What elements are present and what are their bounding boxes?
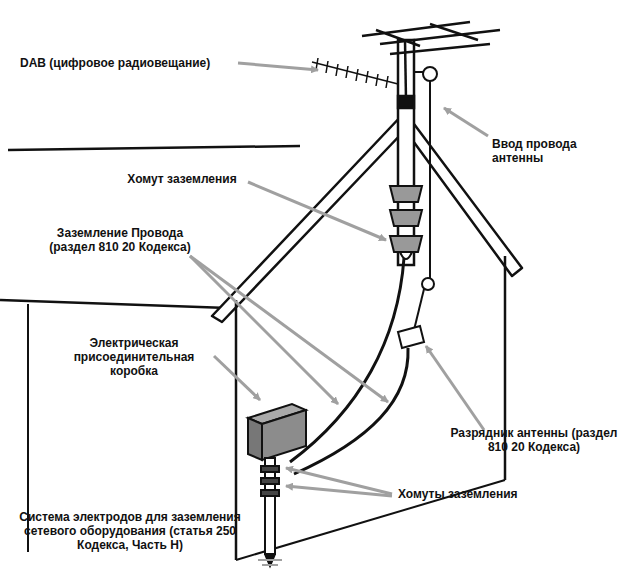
label-dab: DAB (цифровое радиовещание) (20, 56, 240, 70)
label-lead-in: Ввод провода антенны (492, 137, 620, 165)
label-junction-box: Электрическая присоединительная коробка (54, 336, 214, 378)
label-ground-wire: Заземление Провода (раздел 810 20 Кодекс… (40, 226, 200, 254)
label-arrester: Разрядник антенны (раздел 810 20 Кодекса… (448, 426, 620, 454)
label-electrode: Система электродов для заземления сетево… (4, 510, 256, 552)
label-clamp: Хомут заземления (112, 172, 252, 186)
label-clamps: Хомуты заземления (398, 487, 558, 501)
